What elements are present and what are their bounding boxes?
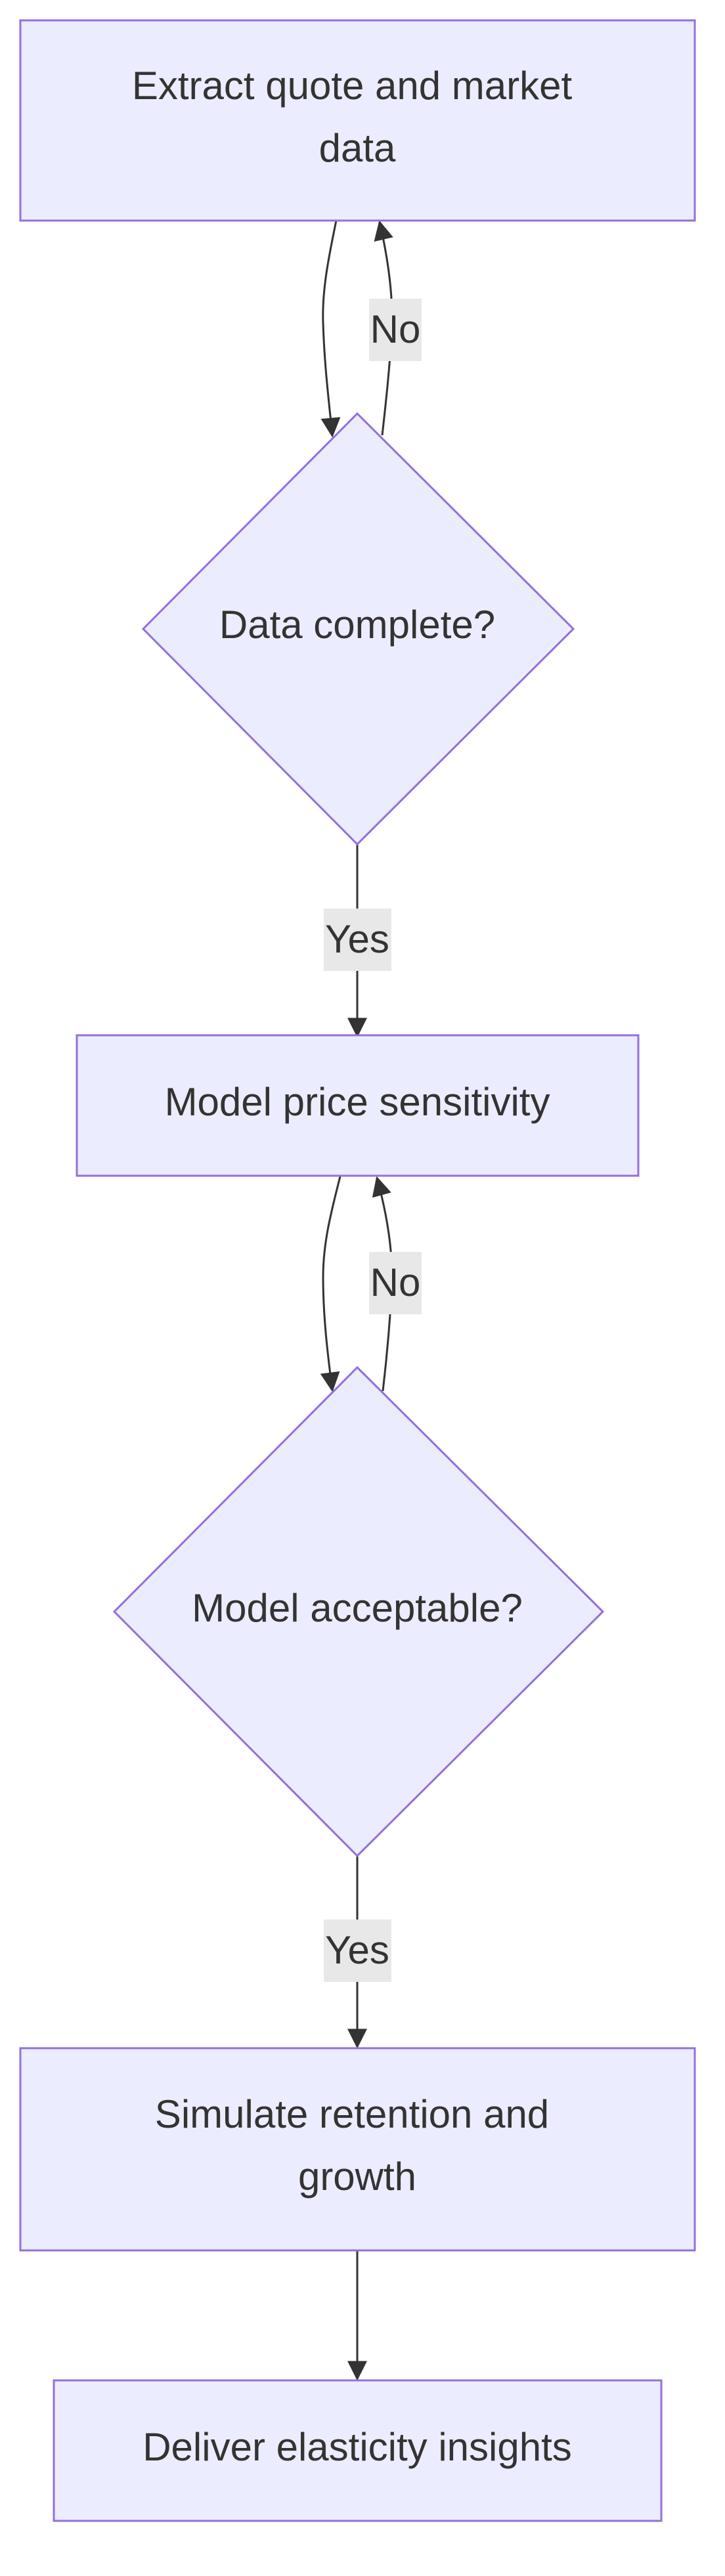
node-data-complete-decision: Data complete? <box>141 412 575 846</box>
node-model-acceptable-decision: Model acceptable? <box>112 1365 605 1858</box>
node-model-price-sensitivity: Model price sensitivity <box>76 1034 640 1177</box>
edge-label-model-no: No <box>369 1252 422 1314</box>
node-simulate-retention: Simulate retention and growth <box>19 2047 696 2252</box>
node-deliver-insights: Deliver elasticity insights <box>53 2379 663 2522</box>
svg-text:Yes: Yes <box>325 1928 389 1972</box>
svg-text:Deliver elasticity insights: Deliver elasticity insights <box>143 2425 572 2469</box>
svg-text:Simulate retention and: Simulate retention and <box>155 2092 549 2136</box>
svg-text:Yes: Yes <box>325 917 389 961</box>
edge-label-data-no: No <box>369 299 422 361</box>
svg-text:No: No <box>370 1260 421 1304</box>
svg-text:Model price sensitivity: Model price sensitivity <box>165 1080 550 1124</box>
edge-label-model-yes: Yes <box>324 1920 391 1982</box>
node-extract-data: Extract quote and market data <box>19 19 696 222</box>
svg-text:Extract quote and market: Extract quote and market <box>132 64 573 108</box>
svg-text:Data complete?: Data complete? <box>219 603 495 647</box>
edge-extract-to-data-check <box>320 220 341 438</box>
svg-text:Model acceptable?: Model acceptable? <box>192 1586 523 1630</box>
edge-model-to-model-check <box>320 1176 341 1392</box>
svg-text:No: No <box>370 307 421 351</box>
svg-text:growth: growth <box>298 2155 416 2199</box>
svg-text:data: data <box>319 126 396 170</box>
edge-label-data-yes: Yes <box>324 909 391 971</box>
